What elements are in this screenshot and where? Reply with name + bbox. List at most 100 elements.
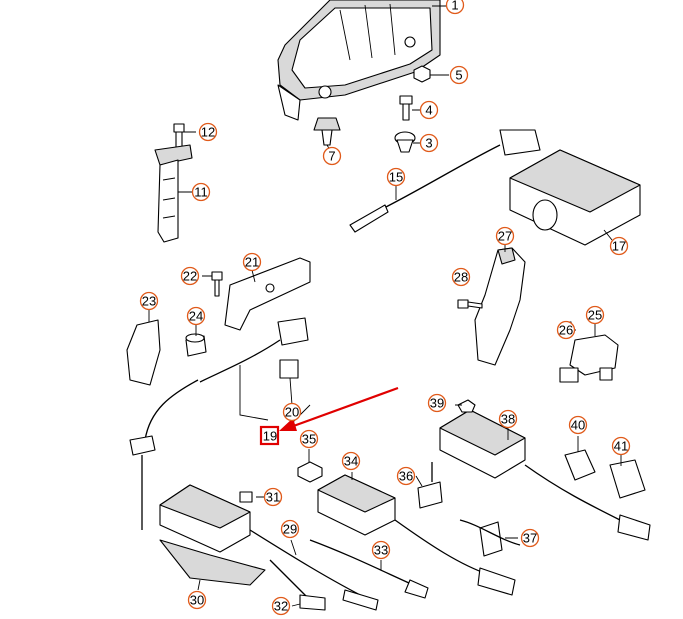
callout-label-26: 26 xyxy=(559,323,573,338)
callout-40: 40 xyxy=(568,415,588,435)
callout-label-17: 17 xyxy=(612,239,626,254)
callout-label-20: 20 xyxy=(285,405,299,420)
callout-label-24: 24 xyxy=(189,309,203,324)
callout-7: 7 xyxy=(322,146,342,166)
callout-label-33: 33 xyxy=(374,543,388,558)
callout-circle-41 xyxy=(611,436,631,456)
callout-circle-20 xyxy=(282,402,302,422)
callout-label-37: 37 xyxy=(523,531,537,546)
callout-label-1: 1 xyxy=(451,0,458,13)
callout-circle-31 xyxy=(263,487,283,507)
callout-circle-39 xyxy=(427,393,447,413)
callout-label-41: 41 xyxy=(614,439,628,454)
callout-label-3: 3 xyxy=(425,136,432,151)
callout-3: 3 xyxy=(419,133,439,153)
callout-label-11: 11 xyxy=(194,185,208,200)
callout-circle-27 xyxy=(495,226,515,246)
callout-label-12: 12 xyxy=(201,125,215,140)
callout-36: 36 xyxy=(396,466,416,486)
callout-label-22: 22 xyxy=(183,269,197,284)
callout-28: 28 xyxy=(451,267,471,287)
callout-17: 17 xyxy=(609,236,629,256)
callout-22: 22 xyxy=(180,266,200,286)
callout-circle-22 xyxy=(180,266,200,286)
callout-label-35: 35 xyxy=(302,432,316,447)
callout-33: 33 xyxy=(371,540,391,560)
small-fasteners-group xyxy=(313,5,452,153)
callout-label-40: 40 xyxy=(571,418,585,433)
callout-circle-7 xyxy=(322,146,342,166)
callout-label-36: 36 xyxy=(399,469,413,484)
callout-circle-35 xyxy=(299,429,319,449)
callout-34: 34 xyxy=(341,451,361,471)
callout-32: 32 xyxy=(271,596,291,616)
callout-circle-4 xyxy=(419,100,439,120)
callout-label-28: 28 xyxy=(454,270,468,285)
callout-circle-32 xyxy=(271,596,291,616)
callout-circle-40 xyxy=(568,415,588,435)
callout-circle-21 xyxy=(242,252,262,272)
callout-label-30: 30 xyxy=(190,593,204,608)
highlight-box-19 xyxy=(259,425,280,446)
callout-circle-23 xyxy=(139,291,159,311)
callout-label-5: 5 xyxy=(455,68,462,83)
nox-sensor-34 xyxy=(297,449,516,596)
callout-circle-33 xyxy=(371,540,391,560)
callout-37: 37 xyxy=(520,528,540,548)
callout-circle-28 xyxy=(451,267,471,287)
callout-circle-37 xyxy=(520,528,540,548)
callout-1: 1 xyxy=(445,0,465,15)
callout-20: 20 xyxy=(282,402,302,422)
callout-circle-24 xyxy=(186,306,206,326)
callout-21: 21 xyxy=(242,252,262,272)
callout-circle-25 xyxy=(585,305,605,325)
callout-circle-17 xyxy=(609,236,629,256)
callout-label-25: 25 xyxy=(588,308,602,323)
callout-circle-15 xyxy=(386,167,406,187)
bracket-36-connector-37 xyxy=(415,462,521,557)
callout-26: 26 xyxy=(556,320,576,340)
clip-23-sleeve-24 xyxy=(126,310,207,386)
callout-label-23: 23 xyxy=(142,294,156,309)
callout-11: 11 xyxy=(191,182,211,202)
nox-sensor-30-31 xyxy=(159,484,379,611)
callout-38: 38 xyxy=(498,409,518,429)
callout-circle-12 xyxy=(198,122,218,142)
callout-circle-34 xyxy=(341,451,361,471)
callout-4: 4 xyxy=(419,100,439,120)
nox-sensor-38 xyxy=(439,399,651,541)
sensor-probe-15 xyxy=(349,129,541,233)
callout-circle-3 xyxy=(419,133,439,153)
callout-label-21: 21 xyxy=(245,255,259,270)
callout-circle-36 xyxy=(396,466,416,486)
callout-label-7: 7 xyxy=(328,149,335,164)
callout-label-27: 27 xyxy=(498,229,512,244)
callout-29: 29 xyxy=(280,519,300,539)
callout-23: 23 xyxy=(139,291,159,311)
callout-label-34: 34 xyxy=(344,454,358,469)
callout-circle-11 xyxy=(191,182,211,202)
callout-12: 12 xyxy=(198,122,218,142)
highlight-arrow xyxy=(279,386,399,431)
callout-label-29: 29 xyxy=(283,522,297,537)
callout-31: 31 xyxy=(263,487,283,507)
probes-29-32-33 xyxy=(269,539,429,611)
callout-circle-1 xyxy=(445,0,465,15)
callout-19: 19 xyxy=(263,429,277,444)
callout-circle-26 xyxy=(556,320,576,340)
callout-label-4: 4 xyxy=(425,103,432,118)
callout-label-38: 38 xyxy=(501,412,515,427)
callout-circle-38 xyxy=(498,409,518,429)
clips-40-41 xyxy=(564,436,646,499)
callout-circle-5 xyxy=(449,65,469,85)
callout-label-31: 31 xyxy=(266,490,280,505)
callout-15: 15 xyxy=(386,167,406,187)
control-unit-17 xyxy=(509,149,641,246)
callout-circle-30 xyxy=(187,590,207,610)
callout-35: 35 xyxy=(299,429,319,449)
callout-27: 27 xyxy=(495,226,515,246)
callout-25: 25 xyxy=(585,305,605,325)
callout-circle-29 xyxy=(280,519,300,539)
